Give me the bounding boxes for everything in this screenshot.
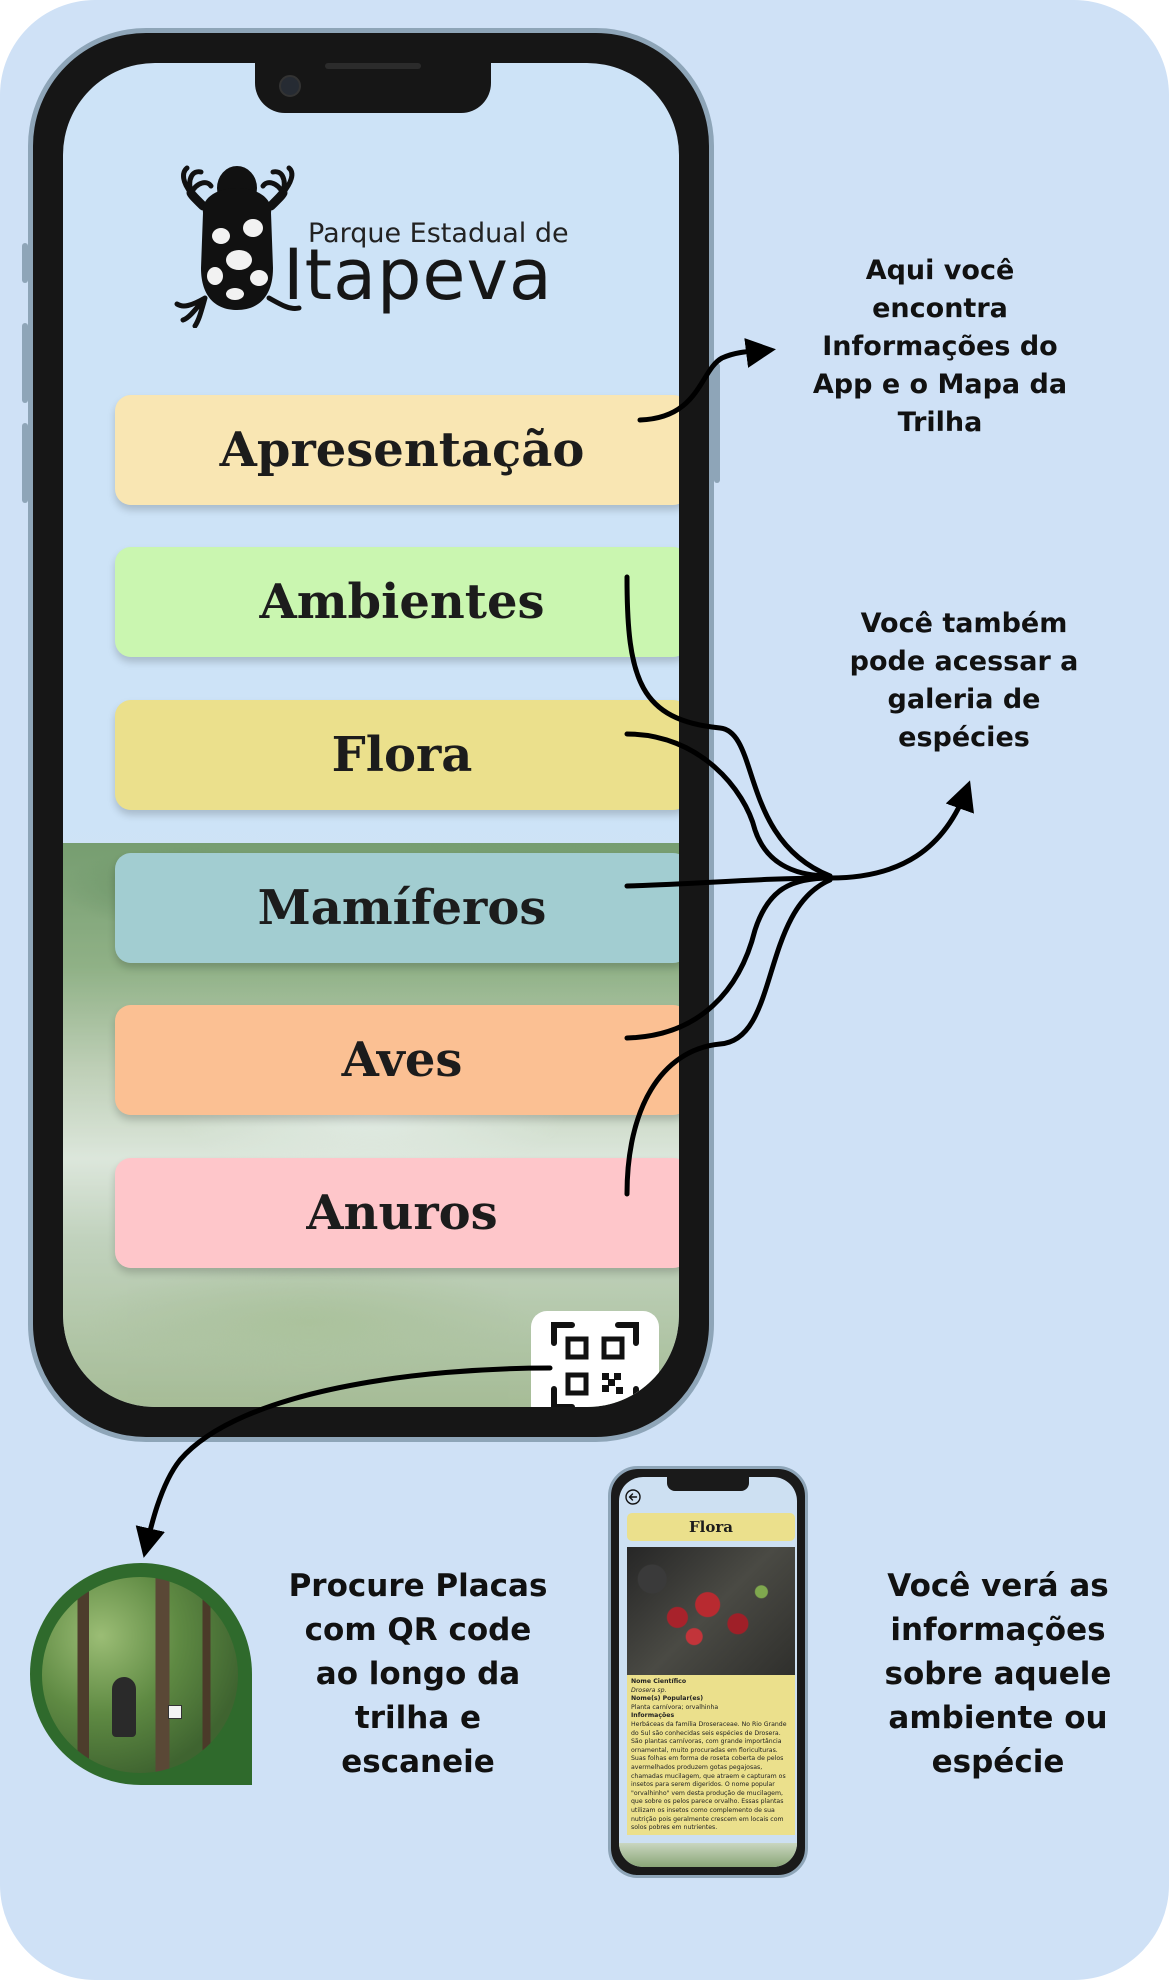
phone-mockup: Parque Estadual de Itapeva Apresentação … bbox=[22, 28, 720, 1442]
qr-scan-button[interactable] bbox=[531, 1311, 659, 1407]
scientific-name-value: Drosera sp. bbox=[631, 1686, 667, 1694]
phone-side-button bbox=[22, 243, 28, 283]
menu-button-apresentacao[interactable]: Apresentação bbox=[115, 395, 679, 505]
menu-button-ambientes[interactable]: Ambientes bbox=[115, 547, 679, 657]
logo-subtitle: Parque Estadual de bbox=[308, 218, 569, 249]
menu-button-mamiferos[interactable]: Mamíferos bbox=[115, 853, 679, 963]
species-screen-title: Flora bbox=[627, 1513, 795, 1541]
scientific-name-label: Nome Científico bbox=[631, 1678, 687, 1685]
phone-volume-up-button bbox=[22, 323, 28, 403]
note-galeria: Você também pode acessar a galeria de es… bbox=[849, 608, 1079, 753]
qr-sign bbox=[168, 1705, 182, 1719]
phone-notch bbox=[255, 57, 491, 113]
popular-name-label: Nome(s) Popular(es) bbox=[631, 1695, 704, 1703]
phone-volume-down-button bbox=[22, 423, 28, 503]
menu-button-flora[interactable]: Flora bbox=[115, 700, 679, 810]
species-detail-preview-phone: Flora Nome Científico Drosera sp. Nome(s… bbox=[608, 1466, 808, 1878]
species-info-panel: Nome Científico Drosera sp. Nome(s) Popu… bbox=[627, 1675, 795, 1835]
note-apresentacao: Aqui você encontra Informações do App e … bbox=[812, 255, 1068, 438]
menu-button-aves[interactable]: Aves bbox=[115, 1005, 679, 1115]
phone-speaker bbox=[325, 63, 421, 69]
trail-qr-sign-photo bbox=[30, 1563, 252, 1785]
phone-screen: Parque Estadual de Itapeva Apresentação … bbox=[63, 63, 679, 1407]
frog-logo-icon bbox=[174, 165, 302, 328]
back-arrow-icon[interactable] bbox=[625, 1489, 641, 1505]
logo-title: Itapeva bbox=[283, 234, 553, 316]
species-detail-screen: Flora Nome Científico Drosera sp. Nome(s… bbox=[619, 1477, 797, 1867]
phone-power-button bbox=[714, 363, 720, 483]
park-logo: Parque Estadual de Itapeva bbox=[173, 158, 593, 328]
forest-photo bbox=[42, 1577, 238, 1773]
note-detalhe: Você verá as informações sobre aquele am… bbox=[884, 1568, 1112, 1780]
menu-button-anuros[interactable]: Anuros bbox=[115, 1158, 679, 1268]
species-photo bbox=[627, 1547, 795, 1675]
note-qr: Procure Placas com QR code ao longo da t… bbox=[288, 1568, 548, 1780]
front-camera bbox=[279, 75, 301, 97]
species-footer-landscape bbox=[619, 1843, 797, 1867]
mini-phone-notch bbox=[667, 1477, 749, 1491]
visitor-figure bbox=[112, 1677, 136, 1737]
qr-code-icon bbox=[551, 1322, 639, 1407]
info-label: Informações bbox=[631, 1712, 675, 1720]
info-text: Herbáceas da família Droseraceae. No Rio… bbox=[631, 1720, 787, 1832]
popular-name-value: Planta carnívora; orvalhinha bbox=[631, 1703, 719, 1711]
